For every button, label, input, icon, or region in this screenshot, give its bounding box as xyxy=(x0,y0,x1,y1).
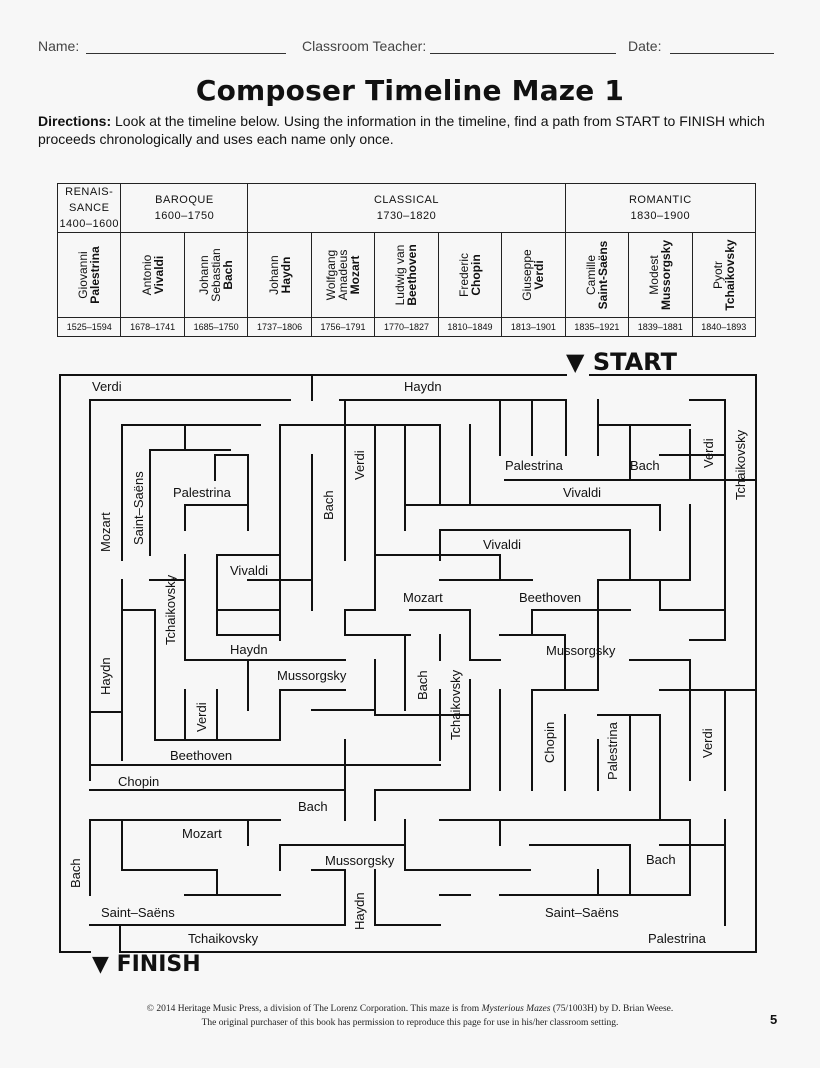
maze-composer-label: Bach xyxy=(630,458,660,473)
maze-composer-label: Saint–Saëns xyxy=(545,905,619,920)
maze-composer-label: Bach xyxy=(646,852,676,867)
copyright-footer: © 2014 Heritage Music Press, a division … xyxy=(60,1002,760,1030)
maze-composer-label: Vivaldi xyxy=(230,563,268,578)
maze-composer-label: Mozart xyxy=(403,590,443,605)
maze-composer-label: Haydn xyxy=(404,379,442,394)
maze-composer-label: Palestrina xyxy=(173,485,232,500)
maze-composer-label: Saint–Saëns xyxy=(101,905,175,920)
maze-composer-label: Haydn xyxy=(230,642,268,657)
maze-composer-label: Beethoven xyxy=(519,590,581,605)
composer-years: 1835–1921 xyxy=(564,317,630,337)
maze-composer-label: Tchaikovsky xyxy=(733,429,748,500)
maze-composer-label: Beethoven xyxy=(170,748,232,763)
maze-composer-label: Verdi xyxy=(194,702,209,732)
maze-composer-label: Bach xyxy=(68,858,83,888)
maze-composer-label: Mussorgsky xyxy=(277,668,347,683)
composer-years: 1756–1791 xyxy=(310,317,376,337)
footer-line-2: The original purchaser of this book has … xyxy=(201,1018,619,1028)
directions: Directions: Look at the timeline below. … xyxy=(38,112,778,148)
maze-composer-label: Palestrina xyxy=(505,458,564,473)
maze-composer-label: Verdi xyxy=(352,450,367,480)
maze-composer-label: Palestrina xyxy=(605,721,620,780)
date-label: Date: xyxy=(628,38,662,54)
date-blank[interactable] xyxy=(670,53,774,54)
composer-years: 1770–1827 xyxy=(374,317,439,337)
maze-composer-label: Verdi xyxy=(701,438,716,468)
maze-composer-label: Bach xyxy=(321,490,336,520)
name-label: Name: xyxy=(38,38,80,54)
page-title: Composer Timeline Maze 1 xyxy=(195,74,625,107)
teacher-label: Classroom Teacher: xyxy=(302,38,427,54)
teacher-blank[interactable] xyxy=(430,53,616,54)
maze-composer-label: Vivaldi xyxy=(483,537,521,552)
maze-composer-label: Vivaldi xyxy=(563,485,601,500)
footer-line-1: © 2014 Heritage Music Press, a division … xyxy=(146,1004,674,1014)
name-blank[interactable] xyxy=(86,53,286,54)
maze-composer-label: Bach xyxy=(415,670,430,700)
maze-composer-label: Saint–Saëns xyxy=(131,471,146,545)
maze-composer-label: Verdi xyxy=(92,379,122,394)
maze-composer-label: Bach xyxy=(298,799,328,814)
directions-text: Look at the timeline below. Using the in… xyxy=(38,113,765,147)
maze-composer-label: Palestrina xyxy=(648,931,707,946)
student-info-row: Name: Classroom Teacher: Date: xyxy=(38,38,778,58)
composer-years: 1813–1901 xyxy=(501,317,566,337)
maze-composer-label: Mozart xyxy=(98,512,113,552)
maze-composer-label: Verdi xyxy=(700,728,715,758)
maze-composer-label: Haydn xyxy=(352,892,367,930)
finish-label: ▼ FINISH xyxy=(92,952,201,977)
maze-composer-label: Tchaikovsky xyxy=(448,669,463,740)
maze-composer-label: Mussorgsky xyxy=(325,853,395,868)
composer-years: 1810–1849 xyxy=(437,317,503,337)
maze-composer-label: Chopin xyxy=(118,774,159,789)
maze-composer-label: Mozart xyxy=(182,826,222,841)
maze-composer-label: Haydn xyxy=(98,657,113,695)
maze-composer-label: Tchaikovsky xyxy=(163,574,178,645)
maze-composer-label: Mussorgsky xyxy=(546,643,616,658)
composer-years: 1840–1893 xyxy=(691,317,757,337)
maze-composer-label: Chopin xyxy=(542,722,557,763)
directions-lead: Directions: xyxy=(38,113,112,129)
maze-composer-label: Tchaikovsky xyxy=(188,931,259,946)
page-number: 5 xyxy=(770,1012,778,1027)
start-label: ▼ START xyxy=(566,348,677,376)
